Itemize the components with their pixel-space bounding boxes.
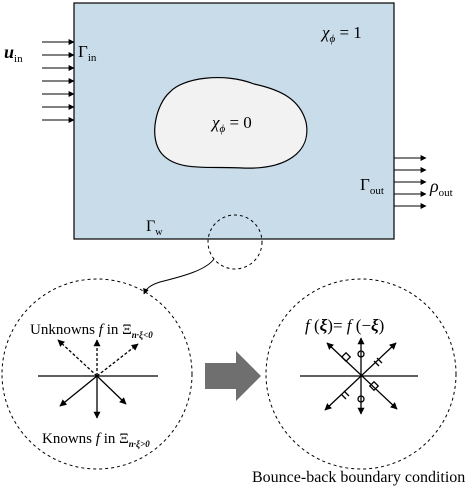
pair-marker-tick-b1: [373, 360, 380, 367]
inlet-velocity-label: uin: [4, 42, 23, 65]
left-known-left: [59, 375, 98, 407]
inlet-arrows: [42, 39, 75, 123]
unknowns-label: Unknowns f in Ξn·ξ<0: [30, 322, 153, 340]
chi-outside-label: χϕ = 1: [320, 23, 362, 45]
left-unknown-right: [96, 343, 139, 377]
pair-marker-square-top: [340, 351, 352, 363]
pair-marker-tick-a1: [340, 393, 347, 400]
outlet-boundary-label: Γout: [360, 175, 384, 197]
right-diagonal-b: [326, 342, 398, 410]
outlet-arrows: [394, 155, 427, 209]
left-lattice: [38, 339, 158, 419]
outlet-density-label: ρout: [429, 176, 453, 199]
obstacle: [154, 77, 308, 169]
chi-inside-label: χϕ = 0: [210, 113, 252, 135]
knowns-label: Knowns f in Ξn·ξ>0: [42, 431, 150, 449]
left-known-right: [96, 375, 127, 405]
left-unknown-left: [57, 339, 98, 377]
right-block-arrow-icon: [205, 351, 261, 401]
zoom-circle: [207, 214, 263, 270]
left-detail-circle: [1, 278, 193, 470]
pair-marker-circle-bottom: [357, 395, 365, 403]
pair-marker-circle-top: [357, 350, 365, 358]
pair-marker-square-bottom: [368, 380, 380, 392]
bounce-back-equation: f (ξ)= f (−ξ): [305, 316, 384, 335]
pair-marker-tick-b2: [376, 357, 383, 364]
right-detail-circle: [265, 278, 457, 470]
pair-marker-tick-a2: [343, 390, 350, 397]
right-lattice: [300, 337, 418, 415]
caption: Bounce-back boundary condition: [252, 469, 465, 486]
zoom-connector: [143, 258, 215, 295]
inlet-boundary-label: Γin: [78, 42, 97, 64]
wall-boundary-label: Γw: [146, 218, 163, 238]
